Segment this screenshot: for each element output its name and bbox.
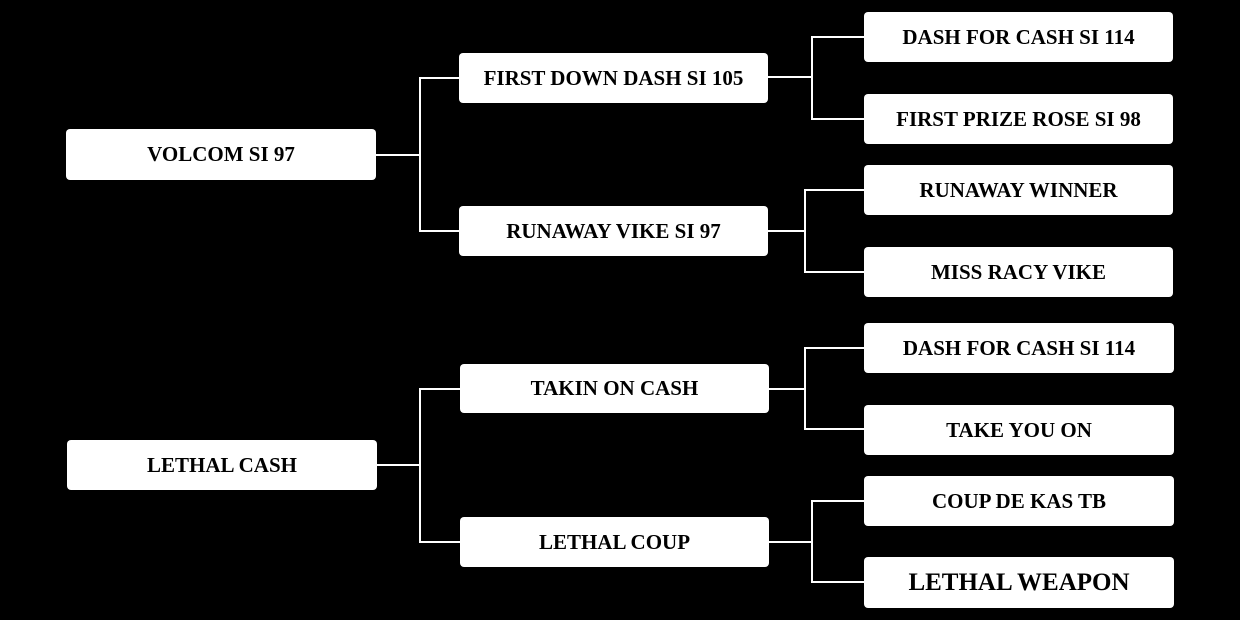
dam-box: RUNAWAY VIKE SI 97 — [459, 206, 768, 256]
connector-horse-to-sire — [377, 388, 460, 466]
connector-dam-to-grandsire — [769, 500, 864, 543]
sire-box: FIRST DOWN DASH SI 105 — [459, 53, 768, 103]
connector-horse-to-sire-dam — [376, 77, 460, 156]
horse-name-box: VOLCOM SI 97 — [66, 129, 376, 180]
dam-dam-box: LETHAL WEAPON — [864, 557, 1174, 608]
dam-sire-box: COUP DE KAS TB — [864, 476, 1174, 526]
connector-dam-to-granddam — [804, 231, 864, 273]
sire-box: TAKIN ON CASH — [460, 364, 769, 413]
dam-sire-box: RUNAWAY WINNER — [864, 165, 1173, 215]
connector-dam-to-granddam — [811, 542, 864, 583]
connector-horse-to-dam — [419, 155, 460, 232]
connector-sire-to-granddam — [811, 77, 864, 120]
dam-dam-box: MISS RACY VIKE — [864, 247, 1173, 297]
connector-sire-to-grandsire — [769, 347, 864, 390]
connector-dam-to-grandsire — [768, 189, 864, 232]
dam-box: LETHAL COUP — [460, 517, 769, 567]
connector-sire-to-grandsire — [768, 36, 864, 78]
connector-horse-to-dam — [419, 465, 460, 543]
sire-sire-box: DASH FOR CASH SI 114 — [864, 12, 1173, 62]
sire-sire-box: DASH FOR CASH SI 114 — [864, 323, 1174, 373]
sire-dam-box: FIRST PRIZE ROSE SI 98 — [864, 94, 1173, 144]
horse-name-box: LETHAL CASH — [67, 440, 377, 490]
sire-dam-box: TAKE YOU ON — [864, 405, 1174, 455]
connector-sire-to-granddam — [804, 389, 864, 430]
